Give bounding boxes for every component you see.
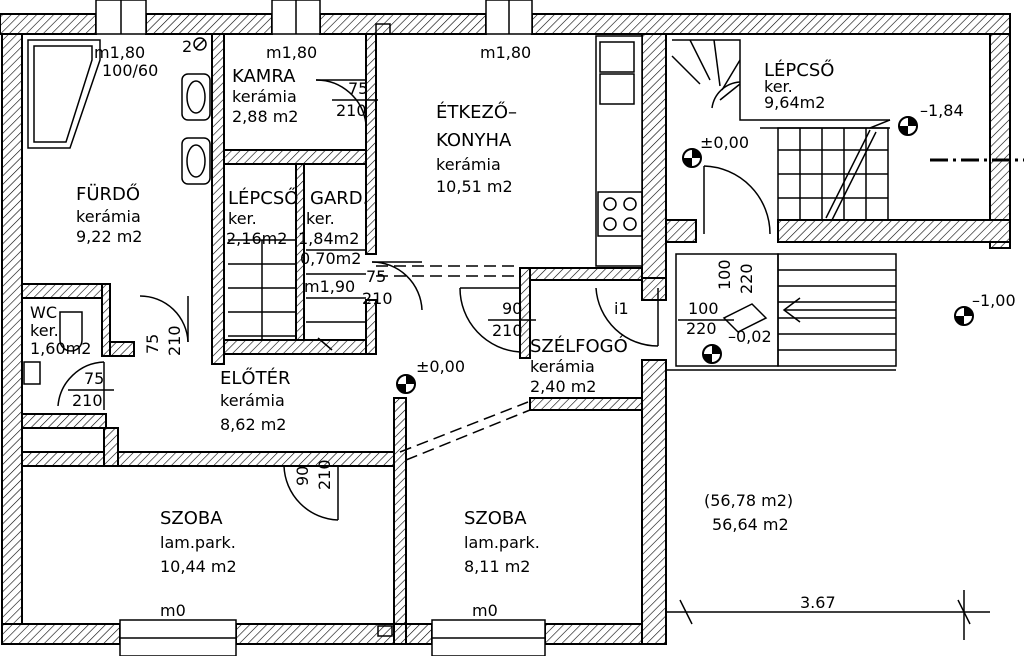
room-floor-gard: ker. (306, 209, 335, 228)
door-tag-i1: i1 (614, 299, 629, 318)
level-markers (396, 116, 974, 394)
room-name-konyha: KONYHA (436, 130, 512, 151)
door-labels: 75 210 75 210 75 210 90 210 100 220 i1 7… (68, 79, 756, 490)
dimension-line: 3.67 (666, 590, 990, 640)
room-floor-eloter: kerámia (220, 391, 285, 410)
door-width: 100 (715, 259, 734, 290)
room-floor-szelfogo: kerámia (530, 357, 595, 376)
room-name-kamra: KAMRA (232, 66, 296, 87)
level-label: ±0,00 (700, 133, 749, 152)
room-extra-gard: 0,70m2 (300, 249, 361, 268)
door-swings (57, 79, 771, 521)
sill-label: m1,90 (304, 277, 355, 296)
sill-label: m0 (160, 601, 186, 620)
room-floor-kamra: kerámia (232, 87, 297, 106)
level-marker (898, 116, 918, 136)
room-area-etkezo: 10,51 m2 (436, 177, 513, 196)
level-labels: ±0,00 ±0,00 –1,84 –1,00 –0,02 (416, 101, 1016, 376)
room-name-gard: GARD. (310, 188, 368, 209)
room-name-lepcso-mid: LÉPCSŐ (228, 187, 298, 209)
door-width: 90 (502, 299, 522, 318)
room-floor-lepcso-top: ker. (764, 77, 793, 96)
room-name-eloter: ELŐTÉR (220, 367, 290, 389)
room-area-wc: 1,60m2 (30, 339, 91, 358)
terrace-area-gross: (56,78 m2) (704, 491, 793, 510)
level-label: –1,00 (972, 291, 1016, 310)
room-name-szoba2: SZOBA (464, 508, 527, 529)
door-height: 210 (362, 289, 393, 308)
door-width: 90 (293, 466, 312, 486)
door-height: 210 (492, 321, 523, 340)
room-floor-wc: ker. (30, 321, 59, 340)
room-floor-szoba1: lam.park. (160, 533, 236, 552)
door-height: 210 (315, 459, 334, 490)
room-area-szoba2: 8,11 m2 (464, 557, 530, 576)
level-label: –0,02 (728, 327, 772, 346)
sill-label: m0 (472, 601, 498, 620)
room-name-etkezo: ÉTKEZŐ– (436, 101, 517, 123)
level-marker (396, 374, 416, 394)
sill-label: 100/60 (102, 61, 158, 80)
room-name-wc: WC (30, 303, 57, 322)
room-floor-lepcso-mid: ker. (228, 209, 257, 228)
room-labels: m1,80 100/60 m1,80 m1,80 m1,90 m0 m0 2 F… (30, 37, 834, 620)
door-width: 75 (366, 267, 386, 286)
door-width: 75 (348, 79, 368, 98)
level-marker (682, 148, 702, 168)
level-label: ±0,00 (416, 357, 465, 376)
door-width: 75 (143, 334, 162, 354)
level-marker (954, 306, 974, 326)
fixtures (23, 23, 643, 637)
walls (0, 13, 1011, 645)
room-area-lepcso-top: 9,64m2 (764, 93, 825, 112)
hidden-lines (376, 158, 1024, 461)
room-floor-etkezo: kerámia (436, 155, 501, 174)
room-area-gard: 1,84m2 (298, 229, 359, 248)
door-width: 75 (84, 369, 104, 388)
sill-label: m1,80 (480, 43, 531, 62)
room-area-eloter: 8,62 m2 (220, 415, 286, 434)
dimension-3-67: 3.67 (800, 593, 836, 612)
room-name-furdo: FÜRDŐ (76, 183, 140, 205)
door-height: 220 (686, 319, 717, 338)
door-height: 210 (72, 391, 103, 410)
sill-label: m1,80 (94, 43, 145, 62)
room-area-kamra: 2,88 m2 (232, 107, 298, 126)
door-height: 210 (336, 101, 367, 120)
door-height: 210 (165, 325, 184, 356)
door-height: 220 (737, 263, 756, 294)
door-tag: 2 (182, 37, 192, 56)
sill-label: m1,80 (266, 43, 317, 62)
terrace-area-net: 56,64 m2 (712, 515, 789, 534)
room-name-szelfogo: SZÉLFOGÓ (530, 335, 628, 357)
room-name-lepcso-top: LÉPCSŐ (764, 59, 834, 81)
room-name-szoba1: SZOBA (160, 508, 223, 529)
room-floor-furdo: kerámia (76, 207, 141, 226)
level-marker (702, 344, 722, 364)
room-area-lepcso-mid: 2,16m2 (226, 229, 287, 248)
level-label: –1,84 (920, 101, 964, 120)
room-area-furdo: 9,22 m2 (76, 227, 142, 246)
windows (95, 0, 546, 656)
stairs (228, 39, 897, 371)
room-area-szelfogo: 2,40 m2 (530, 377, 596, 396)
room-area-szoba1: 10,44 m2 (160, 557, 237, 576)
room-floor-szoba2: lam.park. (464, 533, 540, 552)
door-width: 100 (688, 299, 719, 318)
